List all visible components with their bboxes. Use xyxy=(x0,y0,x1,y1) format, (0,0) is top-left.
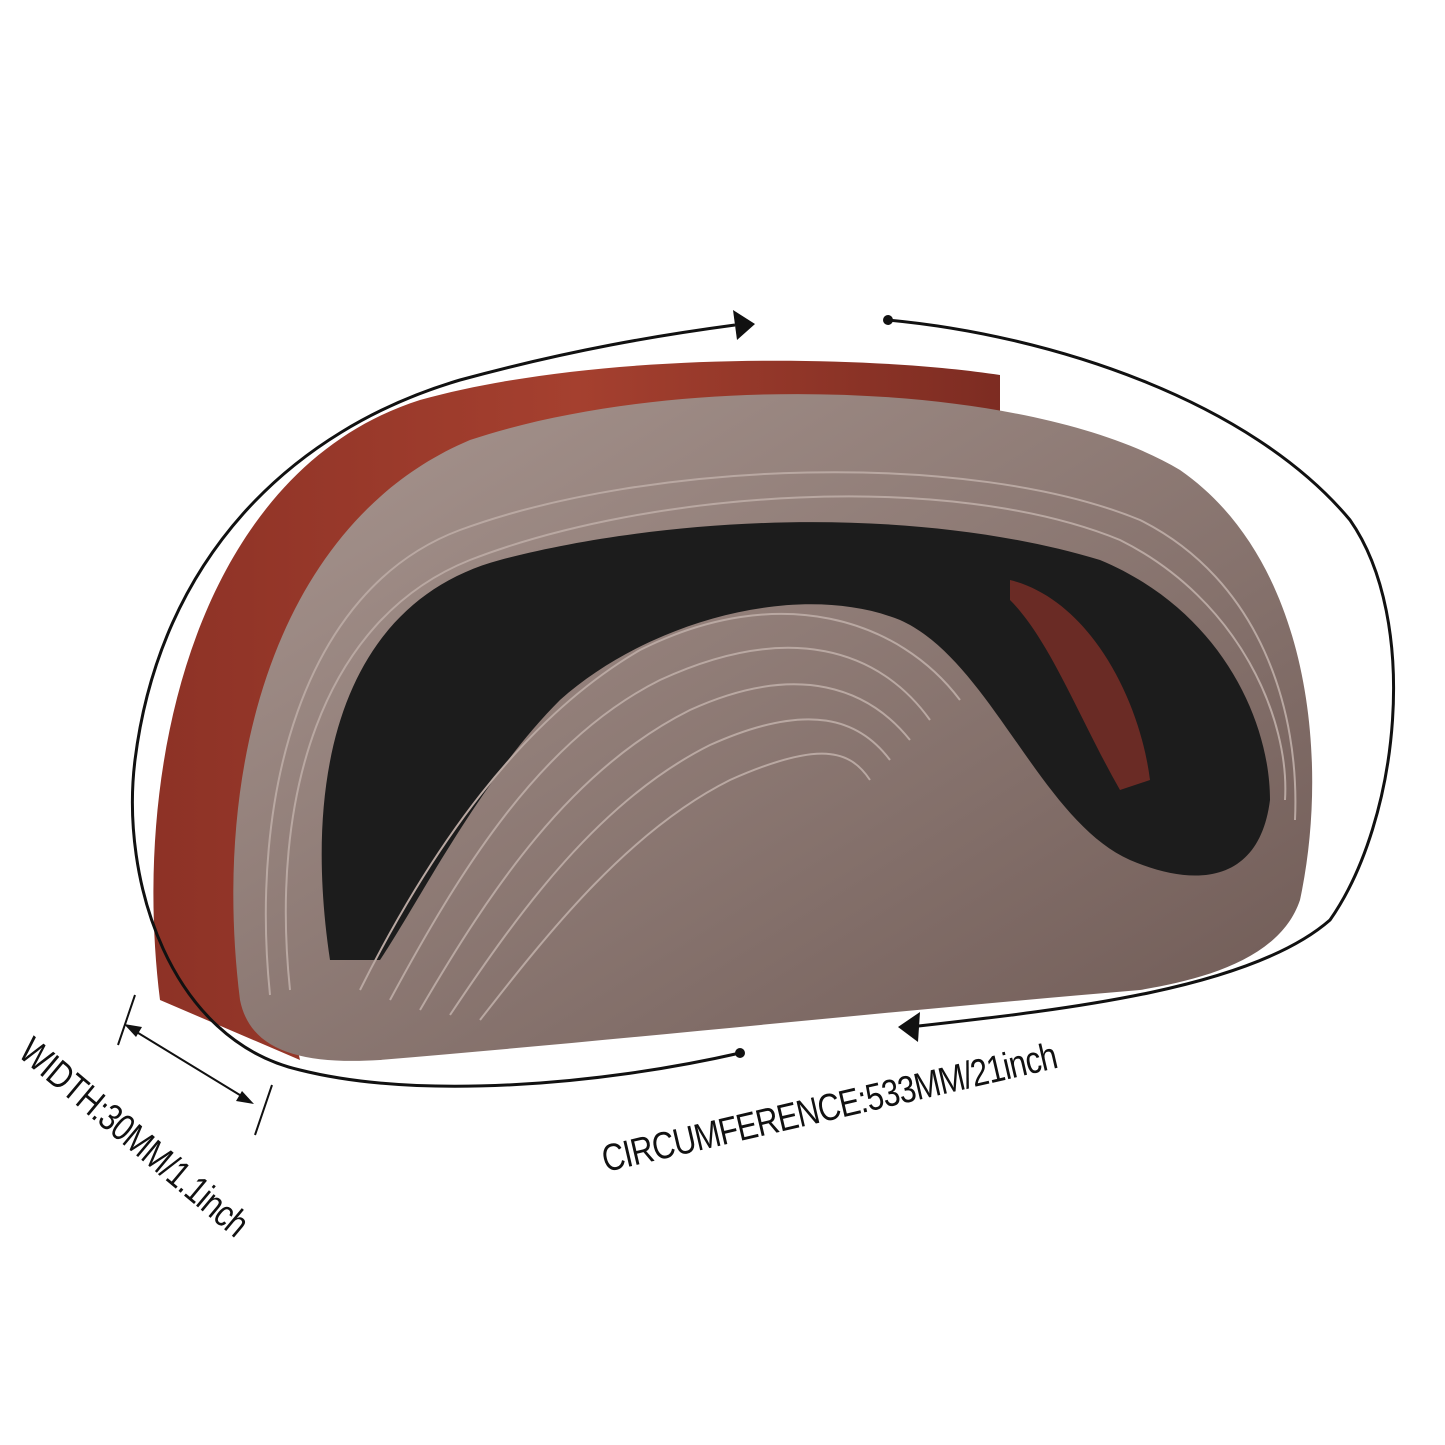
belt-backing xyxy=(153,360,1000,1060)
arrow-dot-top xyxy=(883,315,893,325)
arrowhead-top xyxy=(733,310,755,340)
belt-layer-lines xyxy=(264,471,1297,1021)
width-dimension xyxy=(117,994,273,1136)
circumference-arrows xyxy=(130,318,1395,1088)
arrow-dot-bottom xyxy=(735,1048,745,1058)
arrowhead-bottom xyxy=(898,1012,920,1042)
belt-inner xyxy=(321,522,1270,960)
